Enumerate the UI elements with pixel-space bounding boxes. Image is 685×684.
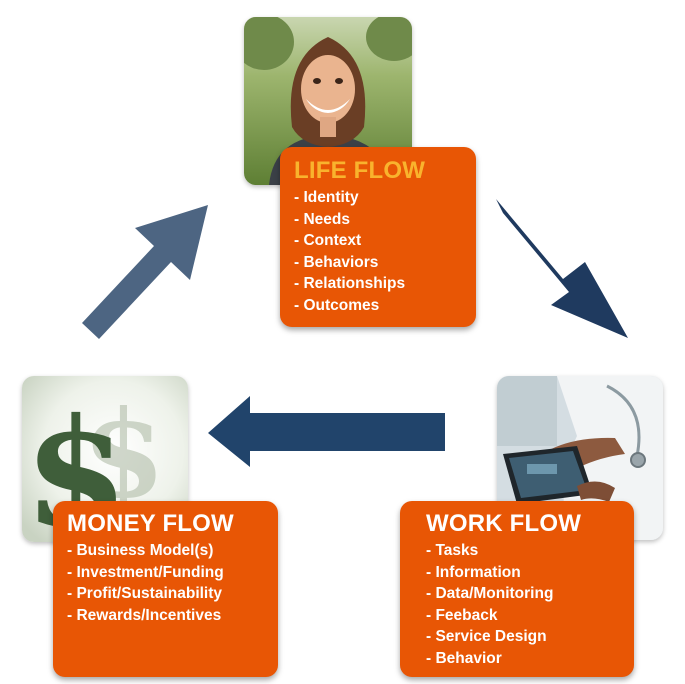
- list-item: Business Model(s): [67, 540, 264, 562]
- list-item: Profit/Sustainability: [67, 583, 264, 605]
- list-item: Tasks: [426, 540, 608, 562]
- list-item: Investment/Funding: [67, 562, 264, 584]
- list-item: Service Design: [426, 626, 608, 648]
- work-flow-list: Tasks Information Data/Monitoring Feebac…: [426, 540, 608, 669]
- life-flow-list: Identity Needs Context Behaviors Relatio…: [294, 187, 462, 316]
- list-item: Relationships: [294, 273, 462, 295]
- list-item: Feeback: [426, 605, 608, 627]
- arrow-down-right: [496, 199, 628, 338]
- work-flow-title: WORK FLOW: [426, 510, 582, 537]
- list-item: Data/Monitoring: [426, 583, 608, 605]
- list-item: Needs: [294, 209, 462, 231]
- list-item: Identity: [294, 187, 462, 209]
- arrow-left: [208, 396, 445, 467]
- money-flow-title: MONEY FLOW: [67, 510, 234, 537]
- list-item: Behaviors: [294, 252, 462, 274]
- money-flow-list: Business Model(s) Investment/Funding Pro…: [67, 540, 264, 626]
- life-flow-title: LIFE FLOW: [294, 157, 426, 184]
- life-flow-card: LIFE FLOW Identity Needs Context Behavio…: [280, 147, 476, 327]
- list-item: Outcomes: [294, 295, 462, 317]
- work-flow-card: WORK FLOW Tasks Information Data/Monitor…: [400, 501, 634, 677]
- list-item: Context: [294, 230, 462, 252]
- list-item: Behavior: [426, 648, 608, 670]
- list-item: Rewards/Incentives: [67, 605, 264, 627]
- list-item: Information: [426, 562, 608, 584]
- arrow-up-right: [82, 205, 208, 339]
- money-flow-card: MONEY FLOW Business Model(s) Investment/…: [53, 501, 278, 677]
